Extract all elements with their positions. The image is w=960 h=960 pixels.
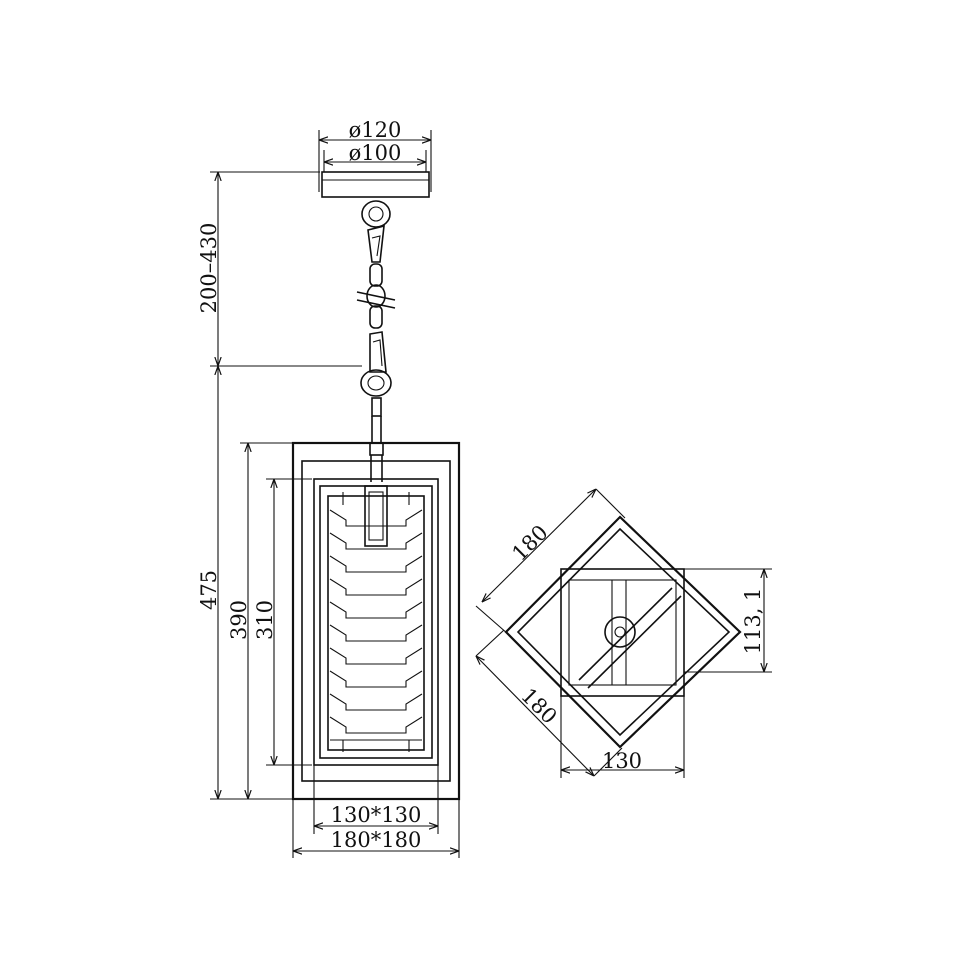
total-height-label: 475 (197, 570, 221, 610)
canopy-inner-diameter-label: ø100 (349, 141, 402, 165)
top-side-a-label: 180 (507, 520, 552, 565)
inner-height-label: 310 (253, 600, 277, 640)
chain (356, 200, 396, 456)
inner-width-label: 130*130 (331, 803, 422, 827)
canopy-outer-diameter-label: ø120 (349, 118, 402, 142)
outer-width-label: 180*180 (331, 828, 422, 852)
canopy-dimension-lines (318, 130, 432, 192)
glass-slats (329, 509, 423, 741)
top-side-b-label: 180 (516, 683, 561, 728)
vertical-dimension-lines (210, 171, 362, 800)
bottom-dimension-lines (292, 765, 460, 858)
frame-height-label: 390 (227, 600, 251, 640)
ceiling-canopy (321, 171, 430, 198)
top-view-dimension-lines (476, 489, 772, 778)
lantern-body (291, 441, 461, 801)
chain-length-label: 200–430 (197, 223, 221, 314)
top-depth-label: 113, 1 (741, 588, 765, 655)
top-inner-width-label: 130 (602, 749, 642, 773)
